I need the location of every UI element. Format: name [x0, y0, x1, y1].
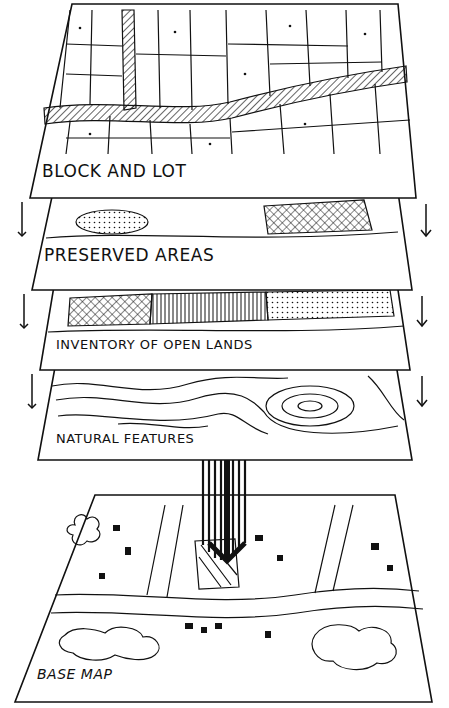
stack-arrow: [23, 294, 25, 328]
stack-arrow: [21, 202, 23, 236]
layer-label: PRESERVED AREAS: [44, 246, 214, 265]
layer-label: BLOCK AND LOT: [42, 162, 186, 181]
stack-arrow: [31, 374, 33, 408]
map-layer: BLOCK AND LOT: [30, 4, 416, 198]
right-arrows: [417, 204, 431, 406]
map-layer: BASE MAP: [15, 495, 432, 702]
layer-label: NATURAL FEATURES: [56, 432, 194, 446]
layer-label: BASE MAP: [37, 667, 112, 682]
layer-label: INVENTORY OF OPEN LANDS: [56, 338, 253, 352]
